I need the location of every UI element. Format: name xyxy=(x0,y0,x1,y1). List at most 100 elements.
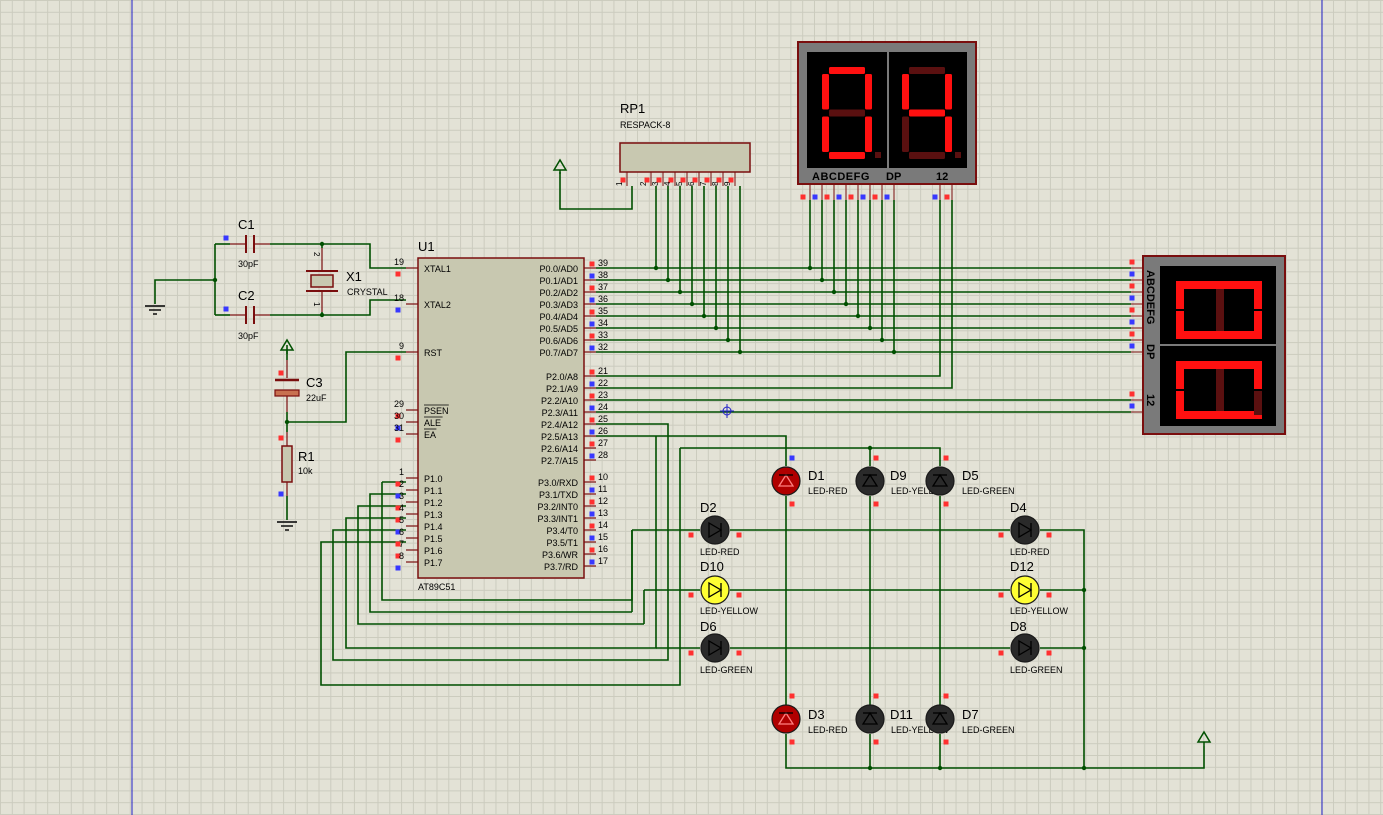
display-top-pins xyxy=(800,184,953,200)
led-value: LED-GREEN xyxy=(962,486,1015,496)
u1-pin-number: 18 xyxy=(394,293,404,303)
wire-junction xyxy=(713,325,719,331)
display-right-pin-marker xyxy=(1129,343,1135,349)
r1-pin-marker xyxy=(278,435,284,441)
c2-ref: C2 xyxy=(238,288,255,303)
u1-pin-name: P0.4/AD4 xyxy=(539,312,578,322)
resistor-r1[interactable]: R1 10k xyxy=(281,432,315,496)
crystal-x1[interactable]: X1 CRYSTAL 2 1 xyxy=(306,248,388,312)
power-symbols xyxy=(145,158,1212,746)
led-pin-marker xyxy=(789,501,795,507)
capacitor-c1[interactable]: C1 30pF xyxy=(230,217,270,269)
u1-pin-name: P2.0/A8 xyxy=(546,372,578,382)
cursor-crosshair-icon xyxy=(720,404,734,418)
c3-pin-marker xyxy=(278,370,284,376)
u1-pin-marker xyxy=(589,441,595,447)
u1-pin-number: 34 xyxy=(598,318,608,328)
display-right-common-label: 12 xyxy=(1144,394,1156,406)
u1-pin-marker xyxy=(395,355,401,361)
wire-junction xyxy=(867,325,873,331)
led-ref: D4 xyxy=(1010,500,1027,515)
seven-segment-display-top[interactable]: ABCDEFG DP 12 xyxy=(797,41,977,200)
power-arrow-icon xyxy=(279,338,295,354)
led-body xyxy=(771,704,801,734)
x1-pin2-label: 2 xyxy=(312,252,321,257)
u1-pin-number: 5 xyxy=(399,515,404,525)
u1-pin-number: 2 xyxy=(399,479,404,489)
wire-junction xyxy=(831,289,837,295)
wire-segment xyxy=(785,734,1205,769)
led-value: LED-YELLOW xyxy=(1010,606,1069,616)
u1-pin-marker xyxy=(589,333,595,339)
u1-pin-name: RST xyxy=(424,348,443,358)
u1-pin-number: 22 xyxy=(598,378,608,388)
u1-pin-number: 14 xyxy=(598,520,608,530)
segment xyxy=(1176,361,1262,369)
display-top-segments xyxy=(822,67,961,159)
u1-pin-name: P3.2/INT0 xyxy=(537,502,578,512)
x1-pin1-label: 1 xyxy=(312,302,321,307)
capacitor-c2[interactable]: C2 30pF xyxy=(230,288,270,341)
u1-pin-number: 23 xyxy=(598,390,608,400)
u1-body xyxy=(417,257,585,579)
segment xyxy=(1216,289,1224,331)
seven-segment-display-right[interactable]: ABCDEFG DP 12 xyxy=(1129,255,1286,435)
u1-pin-name: P2.3/A11 xyxy=(542,408,578,418)
wire-junction xyxy=(677,289,683,295)
u1-pin-number: 26 xyxy=(598,426,608,436)
u1-pin-name: P0.7/AD7 xyxy=(539,348,578,358)
u1-pin-number: 33 xyxy=(598,330,608,340)
led-pin-marker xyxy=(873,693,879,699)
u1-pin-name: P3.7/RD xyxy=(544,562,579,572)
wire-segment xyxy=(596,200,953,389)
rp1-pin-label: 2 xyxy=(639,181,648,186)
led-triangle-icon xyxy=(777,711,795,725)
c3-value: 22uF xyxy=(306,393,327,403)
u1-right-pins: 39P0.0/AD038P0.1/AD137P0.2/AD236P0.3/AD3… xyxy=(537,258,608,572)
display-right-pin-marker xyxy=(1129,403,1135,409)
segment xyxy=(829,152,865,159)
u1-pin-marker xyxy=(395,413,401,419)
u1-pin-name: P0.1/AD1 xyxy=(539,276,578,286)
led-pin-marker xyxy=(789,455,795,461)
rp1-body xyxy=(619,142,751,173)
led-value: LED-YELLOW xyxy=(891,725,950,735)
wire-junction xyxy=(665,277,671,283)
wire-segment xyxy=(320,448,681,686)
u1-pin-marker xyxy=(589,405,595,411)
r1-ref: R1 xyxy=(298,449,315,464)
led-pin-marker xyxy=(1046,650,1052,656)
led-triangle-icon xyxy=(708,581,723,599)
capacitor-c3[interactable]: C3 22uF xyxy=(274,360,327,412)
rp1-pin-label: 9 xyxy=(723,181,732,186)
u1-pin-marker xyxy=(395,425,401,431)
u1-pin-marker xyxy=(589,321,595,327)
led-value: LED-RED xyxy=(700,547,740,557)
microcontroller-u1[interactable]: U1 AT89C51 19XTAL118XTAL29RST29PSEN30ALE… xyxy=(394,239,608,592)
segment xyxy=(1176,281,1262,289)
c2-pin-marker xyxy=(223,306,229,312)
display-top-dp-label: DP xyxy=(886,171,901,183)
x1-body xyxy=(310,274,334,288)
u1-pin-marker xyxy=(395,553,401,559)
u1-pin-name: P3.0/RXD xyxy=(538,478,579,488)
led-triangle-icon xyxy=(1018,639,1033,657)
segment xyxy=(945,116,952,152)
led-pin-marker xyxy=(1046,592,1052,598)
